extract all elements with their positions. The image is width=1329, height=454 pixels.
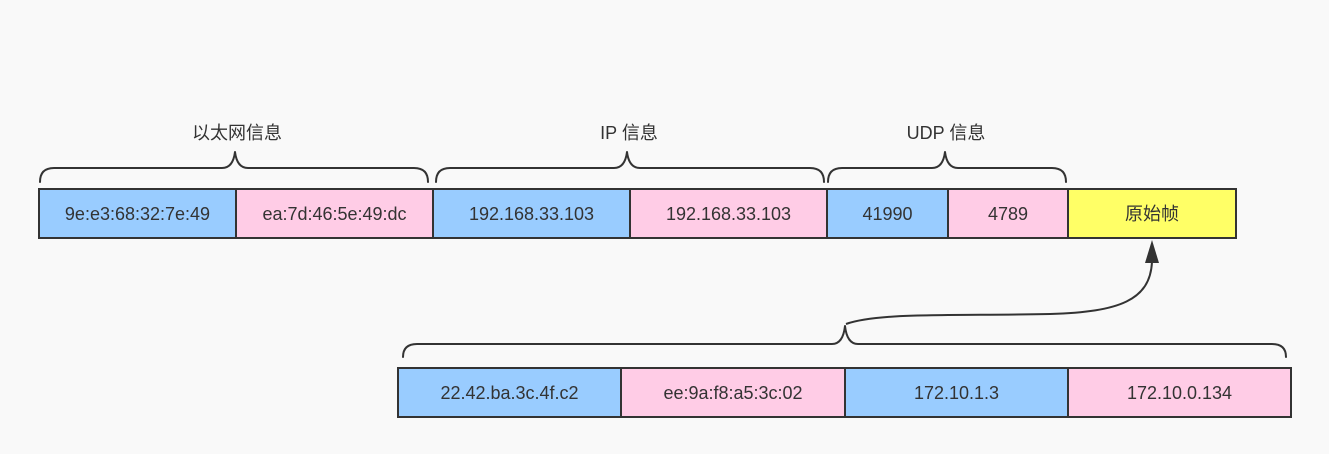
inner-cell: 172.10.1.3: [844, 367, 1069, 418]
inner-cell: 172.10.0.134: [1067, 367, 1292, 418]
outer-cell-original-frame-text: 原始帧: [1125, 204, 1179, 224]
inner-cell-dst-ip: [1067, 367, 1292, 418]
encapsulation-arrow: [845, 261, 1153, 325]
outer-cell-dst-mac: [235, 188, 434, 239]
brace-inner-frame: [402, 325, 1287, 358]
inner-cell-dst-mac: [620, 367, 846, 418]
outer-cell: ea:7d:46:5e:49:dc: [235, 188, 434, 239]
outer-cell-dst-port: [947, 188, 1069, 239]
inner-cell-src-mac: [397, 367, 622, 418]
arrow-head-icon: [1145, 240, 1159, 263]
group-label-ethernet: 以太网信息: [192, 123, 282, 143]
inner-cell-src-mac-text: 22.42.ba.3c.4f.c2: [440, 383, 578, 403]
outer-frame: 9e:e3:68:32:7e:49 ea:7d:46:5e:49:dc 192.…: [38, 188, 1237, 239]
outer-cell-src-ip: [432, 188, 631, 239]
inner-cell: 22.42.ba.3c.4f.c2: [397, 367, 622, 418]
outer-cell: 192.168.33.103: [629, 188, 828, 239]
outer-cell: 9e:e3:68:32:7e:49: [38, 188, 237, 239]
outer-cell: 原始帧: [1067, 188, 1237, 239]
outer-cell: 192.168.33.103: [432, 188, 631, 239]
brace-udp: [827, 151, 1067, 183]
inner-cell-dst-ip-text: 172.10.0.134: [1127, 383, 1232, 403]
brace-ethernet: [39, 151, 429, 183]
outer-cell-dst-port-text: 4789: [988, 204, 1028, 224]
inner-frame: 22.42.ba.3c.4f.c2 ee:9a:f8:a5:3c:02 172.…: [397, 367, 1292, 418]
outer-cell-src-mac-text: 9e:e3:68:32:7e:49: [65, 204, 210, 224]
outer-cell-src-mac: [38, 188, 237, 239]
outer-cell-dst-mac-text: ea:7d:46:5e:49:dc: [262, 204, 406, 224]
outer-cell-src-port-text: 41990: [862, 204, 912, 224]
outer-cell: 41990: [826, 188, 949, 239]
outer-cell-src-ip-text: 192.168.33.103: [469, 204, 594, 224]
outer-cell: 4789: [947, 188, 1069, 239]
brace-ip: [435, 151, 825, 183]
group-label-udp: UDP 信息: [907, 123, 986, 143]
inner-cell-dst-mac-text: ee:9a:f8:a5:3c:02: [663, 383, 802, 403]
outer-cell-dst-ip-text: 192.168.33.103: [666, 204, 791, 224]
inner-cell-src-ip-text: 172.10.1.3: [914, 383, 999, 403]
outer-cell-original-frame: [1067, 188, 1237, 239]
outer-cell-src-port: [826, 188, 949, 239]
inner-cell-src-ip: [844, 367, 1069, 418]
inner-cell: ee:9a:f8:a5:3c:02: [620, 367, 846, 418]
group-label-ip: IP 信息: [600, 123, 658, 143]
